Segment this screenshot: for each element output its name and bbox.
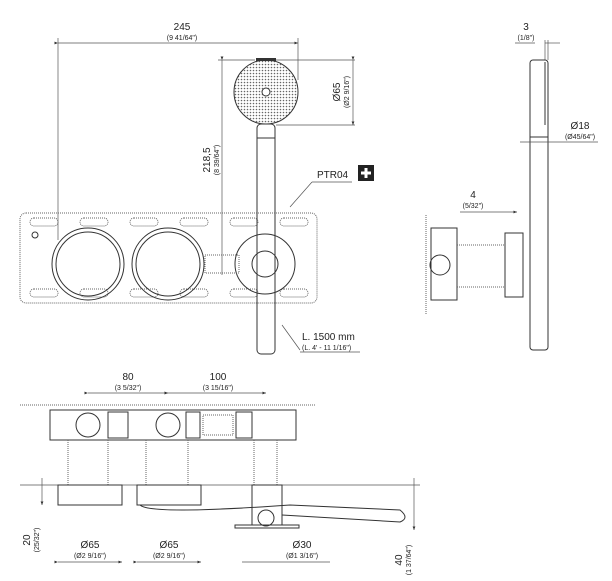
side-valve-body (430, 227, 458, 301)
shower-handle (256, 123, 276, 355)
knob-1-diameter-inch-label: (Ø2 9/16") (74, 553, 106, 560)
side-valve-nut (429, 254, 451, 276)
outlet-nut (257, 509, 275, 527)
mounting-plate (19, 212, 318, 304)
bottom-bracket-1 (107, 411, 129, 439)
handle-diameter-inch-label: (Ø45/64") (565, 134, 595, 141)
knob-depth-inch-label: (25/32") (34, 528, 41, 553)
shower-head-center (261, 87, 271, 97)
head-thickness-inch-label: (1/8") (518, 35, 535, 42)
bottom-body (49, 409, 297, 441)
spacing-1-inch-label: (3 5/32") (115, 385, 142, 392)
spacing-2-inch-label: (3 15/16") (203, 385, 234, 392)
hose-leader (281, 324, 301, 351)
front-view: 245 (9 41/64") 218,5 (8 39/64") Ø65 (Ø2 … (19, 22, 374, 355)
connector-box (204, 254, 240, 274)
knob-2-diameter-inch-label: (Ø2 9/16") (153, 553, 185, 560)
plate-thickness-mm-label: 4 (470, 190, 476, 201)
plate-slots (29, 217, 309, 298)
knob-left-outer (51, 227, 125, 301)
outlet-hole (251, 250, 279, 278)
total-depth-mm-label: 40 (394, 554, 405, 566)
bottom-bracket-3 (235, 411, 253, 439)
head-thickness-mm-label: 3 (523, 22, 529, 33)
side-handle (529, 59, 549, 351)
handle-diameter-mm-label: Ø18 (571, 121, 590, 132)
outlet-diameter-inch-label: (Ø1 3/16") (286, 553, 318, 560)
hose-length-inch-label: (L. 4' - 11 1/16") (302, 345, 351, 352)
knob-depth-mm-label: 20 (22, 534, 33, 546)
bottom-outlet (251, 484, 283, 526)
outlet-diameter-mm-label: Ø30 (293, 540, 312, 551)
total-depth-inch-label: (1 37/64") (406, 545, 413, 576)
outlet-plate (234, 524, 300, 529)
ptr04-leader (289, 181, 313, 208)
bottom-handle-profile (139, 504, 406, 523)
plate-thickness-inch-label: (5/32") (463, 203, 484, 210)
head-diameter-inch-label: (Ø2 9/16") (344, 76, 351, 108)
knob-right-inner (135, 231, 201, 297)
shower-head-top-cap (256, 58, 276, 61)
knob-2-diameter-mm-label: Ø65 (160, 540, 179, 551)
side-flange (504, 232, 524, 298)
outlet-flange (234, 233, 296, 295)
bottom-knob-1 (57, 484, 123, 506)
knob-left-inner (55, 231, 121, 297)
head-diameter-mm-label: Ø65 (332, 82, 343, 101)
bottom-bracket-2 (185, 411, 201, 439)
plate-hole (31, 231, 39, 239)
product-code-label: PTR04 (317, 170, 349, 181)
bottom-port-1 (75, 412, 101, 438)
bottom-view: 80 (3 5/32") 100 (3 15/16") Ø65 (Ø2 9/16… (20, 372, 420, 575)
height-inch-label: (8 39/64") (214, 145, 221, 176)
plus-square-icon[interactable] (358, 165, 374, 181)
width-inch-label: (9 41/64") (167, 35, 198, 42)
spacing-2-mm-label: 100 (210, 372, 227, 383)
knob-right-outer (131, 227, 205, 301)
spacing-1-mm-label: 80 (122, 372, 134, 383)
bottom-knob-2 (136, 484, 202, 506)
hose-length-mm-label: L. 1500 mm (302, 332, 355, 343)
side-view: 3 (1/8") Ø18 (Ø45/64") 4 (5/32") (425, 22, 598, 351)
bottom-port-2 (155, 412, 181, 438)
height-mm-label: 218,5 (202, 147, 213, 172)
bottom-connector (202, 414, 234, 436)
knob-1-diameter-mm-label: Ø65 (81, 540, 100, 551)
width-mm-label: 245 (174, 22, 191, 33)
